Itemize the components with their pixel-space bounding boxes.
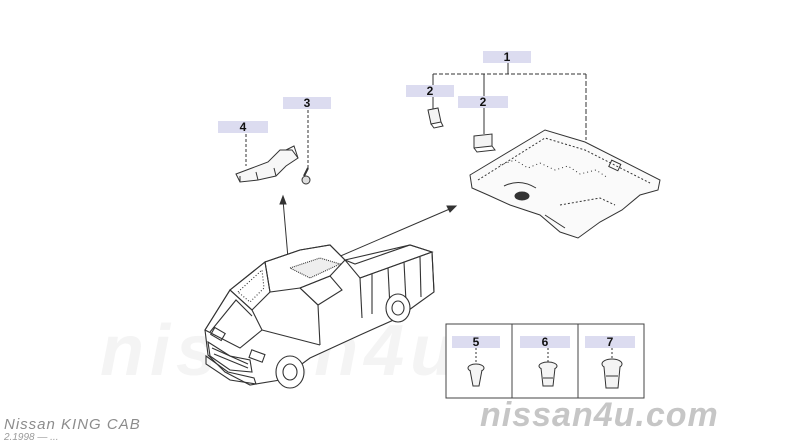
callout-3: 3	[283, 97, 331, 110]
callout-2-left: 2	[406, 85, 454, 98]
model-name: Nissan KING CAB	[4, 416, 141, 433]
callout-4: 4	[218, 121, 268, 134]
pickup-truck	[204, 244, 435, 389]
callout-leaders	[245, 63, 587, 168]
bracket-part	[235, 145, 299, 183]
clip-part-7	[601, 348, 623, 389]
clip-part-5	[467, 348, 485, 387]
callout-5: 5	[452, 336, 500, 349]
visor-pad-left	[427, 107, 444, 129]
clip-part-6	[538, 348, 558, 387]
screw-part	[301, 167, 311, 185]
callout-2-right: 2	[458, 96, 508, 109]
site-watermark-text: nissan4u.com	[480, 396, 719, 434]
callout-1: 1	[483, 51, 531, 64]
visor-pad-right	[473, 133, 496, 153]
callout-7: 7	[585, 336, 635, 349]
callout-6: 6	[520, 336, 570, 349]
model-date-range: 2.1998 — ...	[4, 432, 59, 443]
headlining-panel	[469, 129, 661, 239]
